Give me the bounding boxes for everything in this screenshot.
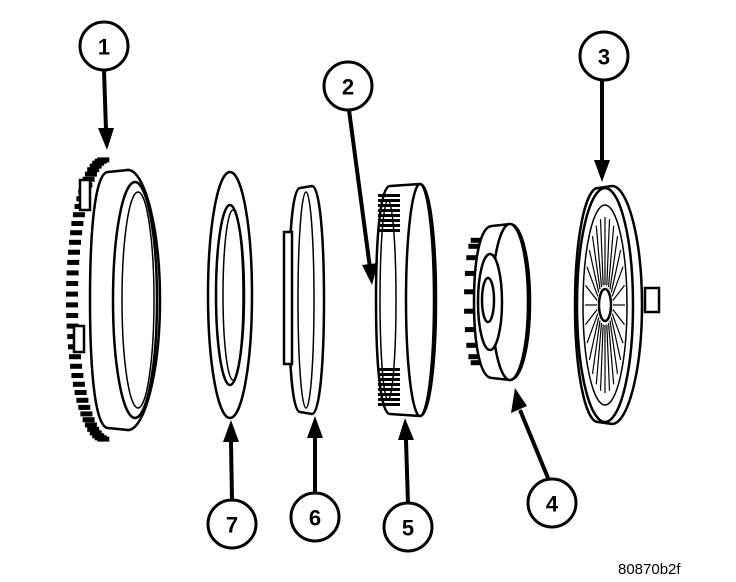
callout-1-label: 1: [98, 35, 110, 60]
callout-4: 4: [526, 477, 578, 529]
spacer-ring: [206, 170, 254, 420]
leader-1: [98, 69, 114, 150]
leader-4: [511, 388, 550, 479]
callout-5-label: 5: [402, 516, 414, 541]
figure-code: 80870b2f: [618, 561, 681, 578]
callout-6-label: 6: [309, 506, 321, 531]
clutch-hub: [464, 222, 532, 382]
callout-5: 5: [382, 501, 434, 553]
leader-2: [347, 109, 378, 285]
leader-3: [594, 80, 610, 182]
leader-5: [398, 418, 414, 505]
leader-7: [223, 420, 239, 501]
callout-2: 2: [322, 60, 374, 112]
callout-6: 6: [289, 491, 341, 543]
callout-4-label: 4: [546, 492, 559, 517]
callout-1: 1: [78, 20, 130, 72]
clutch-plate: [282, 184, 326, 416]
leader-6: [307, 416, 323, 494]
callout-7-label: 7: [226, 513, 238, 538]
callout-2-label: 2: [342, 75, 354, 100]
flywheel-ring-gear: [66, 157, 162, 442]
callout-3: 3: [578, 30, 630, 82]
pressure-plate: [573, 184, 661, 426]
callout-7: 7: [206, 498, 258, 550]
clutch-drum: [374, 182, 438, 418]
callout-3-label: 3: [598, 45, 610, 70]
